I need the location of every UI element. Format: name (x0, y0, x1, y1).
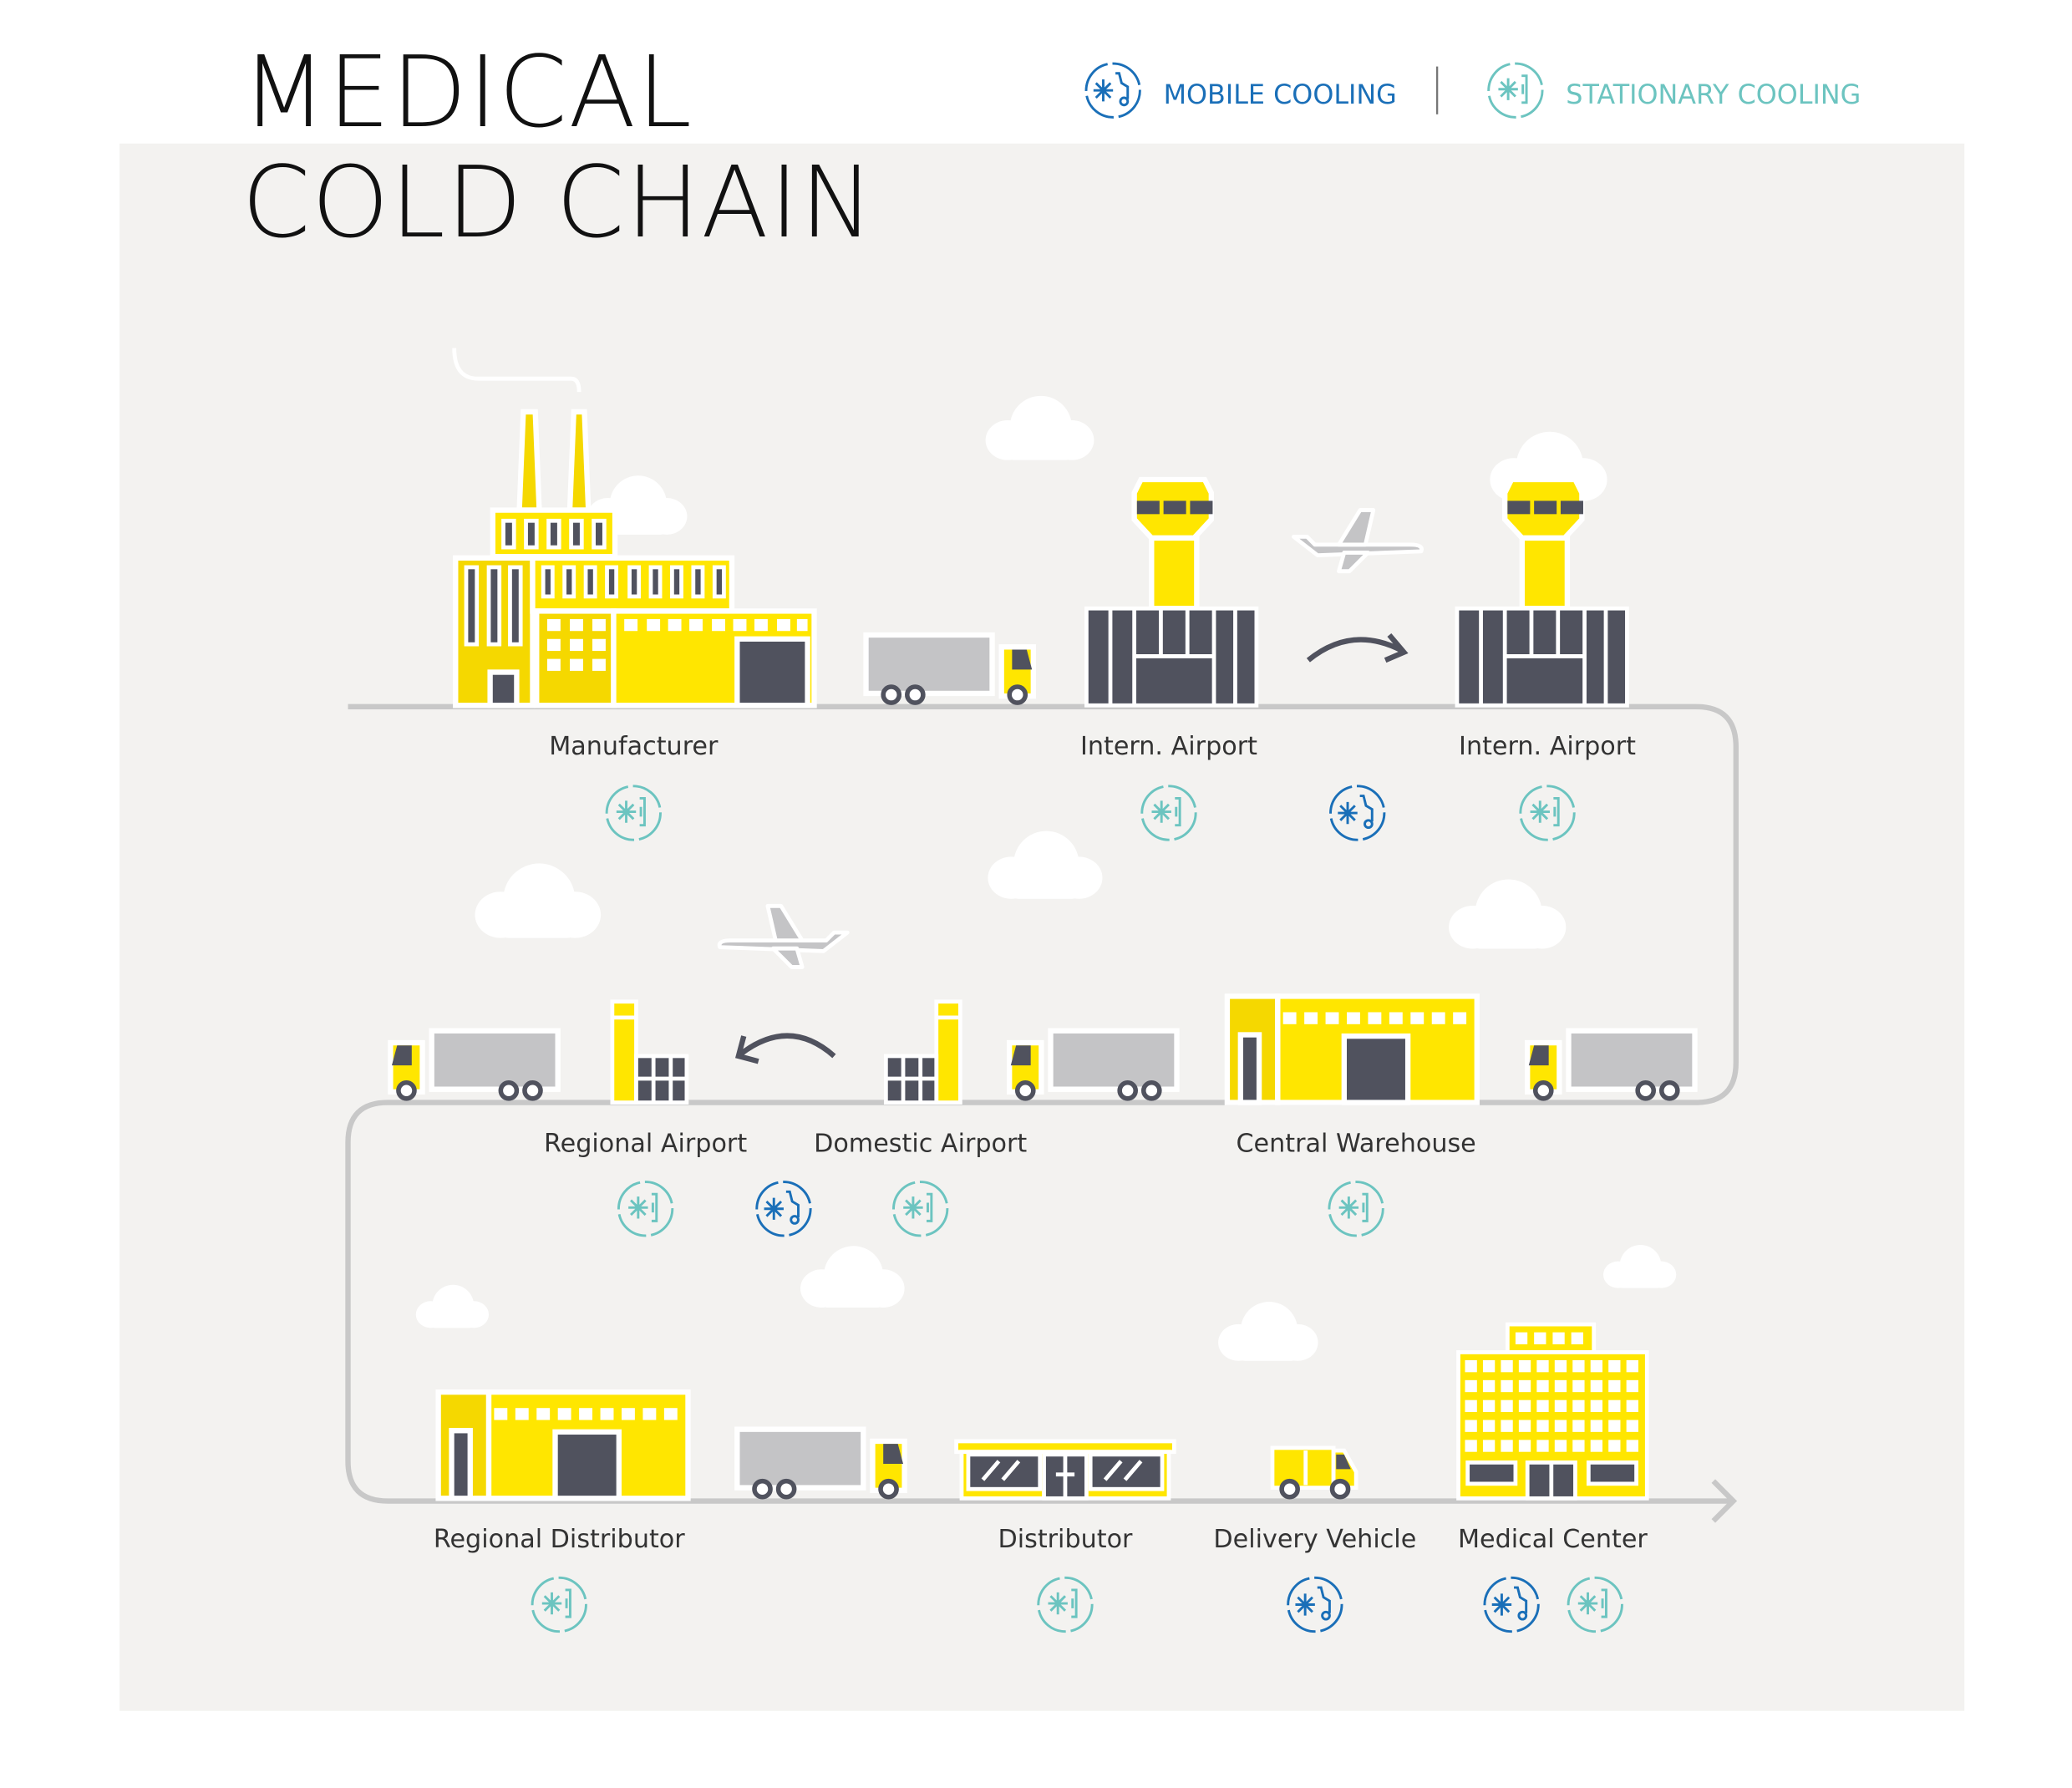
window (1554, 1379, 1567, 1393)
window (1518, 1420, 1531, 1432)
station-label: Regional Distributor (434, 1525, 685, 1554)
window (1501, 1360, 1513, 1373)
window (1536, 1379, 1549, 1393)
window (1571, 1332, 1583, 1344)
station-label: Manufacturer (549, 732, 719, 761)
route-path (345, 704, 1739, 1504)
window (1608, 1420, 1621, 1432)
window (1626, 1399, 1638, 1412)
truck (390, 1031, 557, 1099)
window (1608, 1440, 1621, 1452)
window (1465, 1420, 1477, 1432)
window (1590, 1360, 1603, 1373)
distributor-illustration (954, 1439, 1176, 1501)
window (1608, 1399, 1621, 1412)
window (1536, 1360, 1549, 1373)
regional-distributor-illustration (439, 1392, 688, 1498)
route-arrowhead (1711, 1479, 1738, 1523)
station-label: Domestic Airport (814, 1129, 1027, 1158)
station-label: Intern. Airport (1080, 732, 1257, 761)
window (1518, 1379, 1531, 1393)
window (1572, 1440, 1585, 1452)
stationary-cooling-icon (1487, 62, 1544, 119)
truck (866, 635, 1033, 703)
window (1552, 1332, 1565, 1344)
window (1465, 1399, 1477, 1412)
window (1518, 1440, 1531, 1452)
window (1590, 1420, 1603, 1432)
window (1482, 1379, 1496, 1393)
window (1590, 1440, 1603, 1452)
legend-mobile-label: MOBILE COOLING (1164, 79, 1397, 110)
legend-stationary-label: STATIONARY COOLING (1566, 79, 1861, 110)
factory-illustration (452, 348, 817, 709)
title-line-2: COLD CHAIN (241, 145, 875, 260)
transfer-arrow (1306, 632, 1409, 663)
window (1482, 1420, 1496, 1432)
window (1501, 1399, 1513, 1412)
transfer-arrow (735, 1033, 836, 1064)
window (1572, 1399, 1585, 1412)
station-label: Regional Airport (544, 1129, 747, 1158)
window (1501, 1440, 1513, 1452)
window (1626, 1360, 1638, 1373)
station-label: Distributor (998, 1525, 1133, 1554)
window (1536, 1420, 1549, 1432)
central-warehouse-illustration (1227, 996, 1477, 1102)
window (1536, 1399, 1549, 1412)
window (1518, 1360, 1531, 1373)
window (1554, 1360, 1567, 1373)
window (1536, 1440, 1549, 1452)
window (1554, 1399, 1567, 1412)
medical-center-windows (1465, 1332, 1638, 1452)
window (1465, 1360, 1477, 1373)
window (1608, 1360, 1621, 1373)
window (1482, 1440, 1496, 1452)
window (1518, 1399, 1531, 1412)
window (1626, 1379, 1638, 1393)
truck (1009, 1031, 1176, 1099)
window (1626, 1420, 1638, 1432)
window (1608, 1379, 1621, 1393)
station-label: Medical Center (1458, 1525, 1648, 1554)
window (1482, 1360, 1496, 1373)
truck (1527, 1031, 1694, 1099)
station-label: Central Warehouse (1236, 1129, 1475, 1158)
window (1590, 1399, 1603, 1412)
window (1465, 1440, 1477, 1452)
window (1590, 1379, 1603, 1393)
window (1572, 1360, 1585, 1373)
regional-airport-illustration (610, 999, 689, 1105)
window (1626, 1440, 1638, 1452)
delivery-van-illustration (1270, 1445, 1358, 1500)
window (1501, 1420, 1513, 1432)
mobile-cooling-icon (1084, 62, 1141, 119)
truck (737, 1430, 904, 1497)
window (1501, 1379, 1513, 1393)
window (1482, 1399, 1496, 1412)
window (1515, 1332, 1528, 1344)
window (1534, 1332, 1546, 1344)
window (1554, 1440, 1567, 1452)
window (1465, 1379, 1477, 1393)
domestic-airport-illustration (883, 999, 962, 1105)
title-line-1: MEDICAL (241, 35, 693, 150)
station-label: Delivery Vehicle (1213, 1525, 1416, 1554)
station-label: Intern. Airport (1459, 732, 1636, 761)
window (1554, 1420, 1567, 1432)
window (1572, 1420, 1585, 1432)
window (1572, 1379, 1585, 1393)
